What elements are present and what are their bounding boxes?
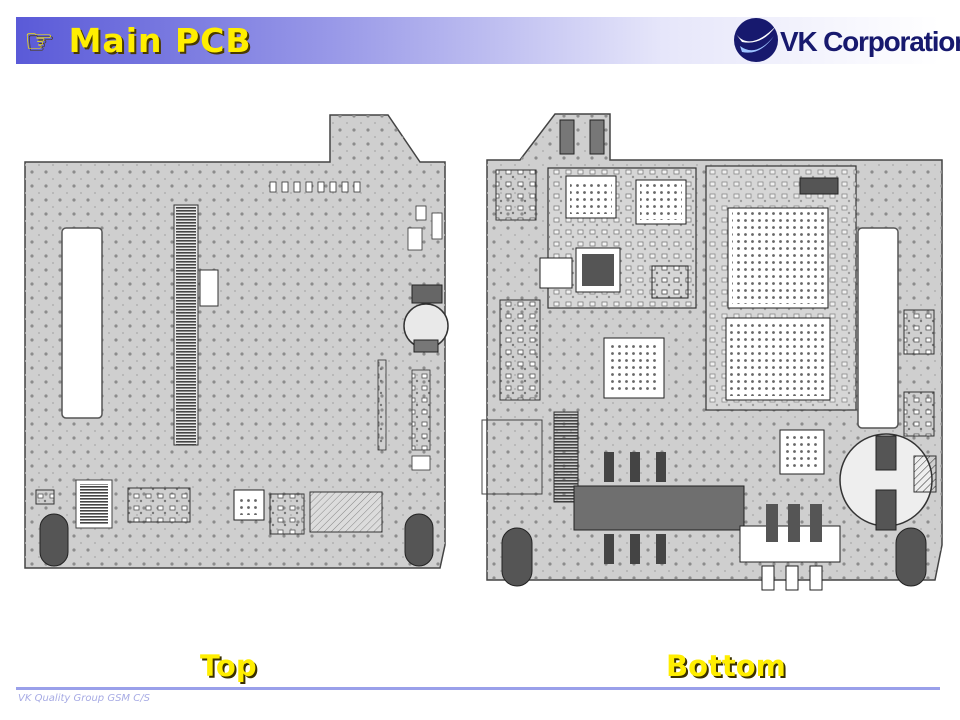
pcb-top-connector xyxy=(173,204,219,446)
pcb-bottom-rf-shield xyxy=(539,167,697,309)
footer-text: VK Quality Group GSM C/S xyxy=(18,693,150,704)
pcb-bottom-speaker-pads xyxy=(573,452,745,564)
logo-text: VK Corporation xyxy=(780,26,960,57)
pointing-hand-icon: ☞ xyxy=(24,21,55,60)
vk-logo xyxy=(734,18,778,62)
pcb-bottom-battery-connector xyxy=(739,504,841,591)
pcb-bottom-coin-cell xyxy=(839,433,937,531)
pcb-top-coin-cell xyxy=(403,284,449,353)
slide-title: ☞ Main PCB xyxy=(24,19,252,63)
footer-divider xyxy=(16,687,940,690)
slide-title-text: Main PCB xyxy=(68,21,252,60)
top-label: Top xyxy=(200,649,257,683)
title-banner xyxy=(16,17,940,64)
vk-swoosh-icon xyxy=(734,18,778,62)
pcb-bottom-baseband-shield xyxy=(705,165,857,411)
bottom-label: Bottom xyxy=(666,649,786,683)
pcb-top-outline xyxy=(24,114,446,569)
